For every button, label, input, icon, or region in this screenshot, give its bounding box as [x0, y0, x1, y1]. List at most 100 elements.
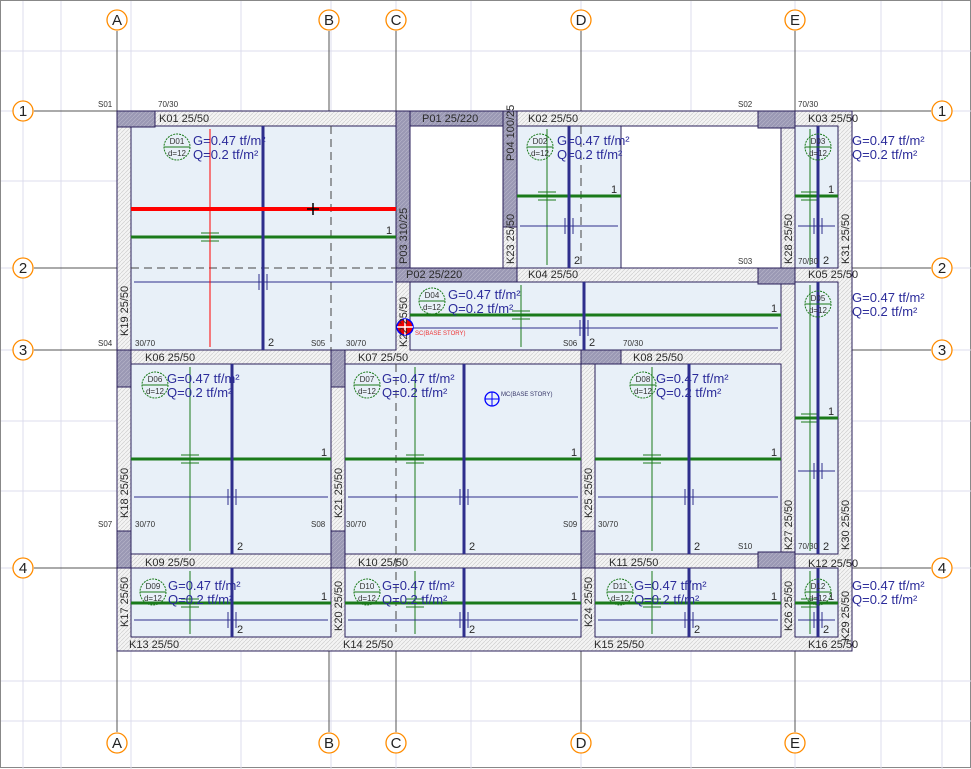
beam-label-K21: K21 25/50: [333, 468, 345, 518]
beam-label-K10: K10 25/50: [358, 557, 408, 569]
slab-thickness: d=12: [168, 149, 187, 158]
slab-id: D12: [811, 582, 826, 591]
beam-label-K23: K23 25/50: [505, 214, 517, 264]
span-label-1: 1: [321, 447, 327, 459]
span-label-2: 2: [589, 337, 595, 349]
beam-label-K31: K31 25/50: [840, 214, 852, 264]
slab-id: D11: [613, 582, 628, 591]
axis-bubble-D[interactable]: [570, 732, 592, 754]
span-label-2: 2: [823, 255, 829, 267]
wall-label-P02: P02 25/220: [406, 269, 462, 281]
axis-label: A: [112, 12, 122, 29]
column[interactable]: [580, 349, 622, 365]
span-label-2: 2: [237, 541, 243, 553]
live-load: Q=0.2 tf/m²: [557, 147, 623, 162]
beam-label-K13: K13 25/50: [129, 639, 179, 651]
axis-bubble-C[interactable]: [385, 9, 407, 31]
beam-label-K29: K29 25/50: [840, 591, 852, 641]
slab-thickness: d=12: [358, 594, 377, 603]
live-load: Q=0.2 tf/m²: [852, 147, 918, 162]
slab-id: D08: [636, 375, 651, 384]
axis-bubble-2[interactable]: [12, 257, 34, 279]
slab-id: D10: [360, 582, 375, 591]
axis-label: E: [790, 735, 800, 752]
slab-thickness: d=12: [146, 387, 165, 396]
axis-label: C: [391, 735, 402, 752]
column[interactable]: [116, 349, 132, 388]
dead-load: G=0.47 tf/m²: [168, 578, 241, 593]
span-label-1: 1: [771, 447, 777, 459]
axis-bubble-3[interactable]: [931, 339, 953, 361]
axis-bubble-4[interactable]: [12, 557, 34, 579]
axis-bubble-1[interactable]: [12, 100, 34, 122]
column[interactable]: [757, 551, 796, 569]
column[interactable]: [116, 110, 156, 128]
beam-label-K09: K09 25/50: [145, 557, 195, 569]
axis-bubble-B[interactable]: [318, 9, 340, 31]
sc-marker-label: SC(BASE STORY): [415, 331, 465, 337]
span-label-1: 1: [828, 591, 834, 603]
beam-label-K24: K24 25/50: [583, 577, 595, 627]
axis-bubble-1[interactable]: [931, 100, 953, 122]
column[interactable]: [757, 267, 796, 285]
live-load: Q=0.2 tf/m²: [382, 385, 448, 400]
slab-thickness: d=12: [809, 594, 828, 603]
axis-label: 3: [19, 342, 27, 359]
column-label-S09: S09: [563, 520, 578, 529]
beam-label-K27: K27 25/50: [783, 500, 795, 550]
axis-bubble-4[interactable]: [931, 557, 953, 579]
beam-label-K05: K05 25/50: [808, 269, 858, 281]
column-size-label: 70/30: [798, 257, 819, 266]
beam-label-K06: K06 25/50: [145, 352, 195, 364]
dead-load: G=0.47 tf/m²: [448, 287, 521, 302]
axis-bubble-E[interactable]: [784, 732, 806, 754]
axis-bubble-B[interactable]: [318, 732, 340, 754]
column[interactable]: [330, 530, 346, 569]
axis-bubble-A[interactable]: [106, 9, 128, 31]
column-label-S03: S03: [738, 257, 753, 266]
slab-thickness: d=12: [809, 149, 828, 158]
live-load: Q=0.2 tf/m²: [852, 304, 918, 319]
dead-load: G=0.47 tf/m²: [852, 133, 925, 148]
shear-wall[interactable]: [502, 110, 518, 228]
dead-load: G=0.47 tf/m²: [557, 133, 630, 148]
live-load: Q=0.2 tf/m²: [193, 147, 259, 162]
column-size-label: 30/70: [598, 520, 619, 529]
beam-label-K25: K25 25/50: [583, 468, 595, 518]
column-size-label: 70/30: [623, 339, 644, 348]
axis-bubble-E[interactable]: [784, 9, 806, 31]
axis-label: D: [576, 735, 587, 752]
span-label-2: 2: [237, 624, 243, 636]
column[interactable]: [330, 349, 346, 388]
column[interactable]: [580, 530, 596, 569]
span-label-1: 1: [771, 303, 777, 315]
dead-load: G=0.47 tf/m²: [382, 578, 455, 593]
column-size-label: 30/70: [135, 520, 156, 529]
column-size-label: 70/30: [798, 542, 819, 551]
live-load: Q=0.2 tf/m²: [448, 301, 514, 316]
axis-bubble-A[interactable]: [106, 732, 128, 754]
column-size-label: 30/70: [346, 520, 367, 529]
column[interactable]: [757, 110, 796, 129]
slab-id: D04: [425, 291, 440, 300]
axis-bubble-C[interactable]: [385, 732, 407, 754]
span-label-2: 2: [694, 624, 700, 636]
span-label-1: 1: [321, 591, 327, 603]
span-label-2: 2: [694, 541, 700, 553]
column-label-S07: S07: [98, 520, 113, 529]
wall-label-P03: P03 310/25: [398, 208, 410, 264]
beam-label-K30: K30 25/50: [840, 500, 852, 550]
beam-label-K17: K17 25/50: [119, 577, 131, 627]
column[interactable]: [116, 530, 132, 569]
shear-wall[interactable]: [395, 267, 518, 283]
slab-thickness: d=12: [144, 594, 163, 603]
axis-bubble-2[interactable]: [931, 257, 953, 279]
live-load: Q=0.2 tf/m²: [634, 592, 700, 607]
span-label-1: 1: [828, 406, 834, 418]
axis-bubble-D[interactable]: [570, 9, 592, 31]
beam-label-K20: K20 25/50: [333, 581, 345, 631]
axis-bubble-3[interactable]: [12, 339, 34, 361]
